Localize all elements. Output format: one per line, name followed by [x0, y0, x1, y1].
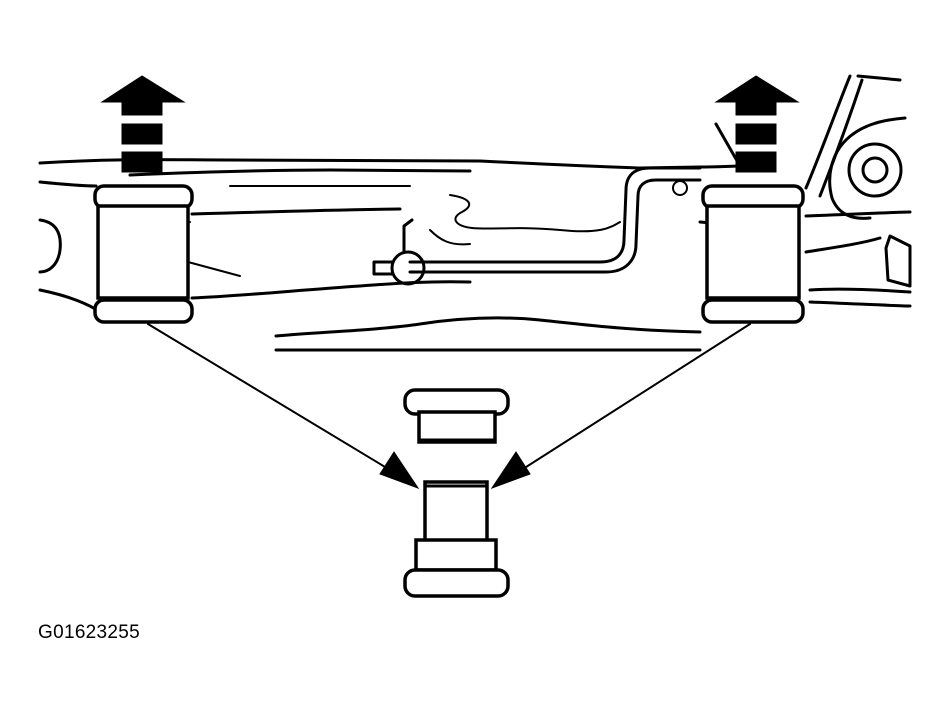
left-bushing [93, 184, 194, 324]
bushing-upper-half [403, 388, 510, 444]
bushing-lower-half [403, 480, 510, 598]
mount-bracket [714, 74, 912, 288]
figure-reference-code: G01623255 [38, 622, 141, 643]
pointer-arrow-icon [490, 323, 751, 489]
up-arrow-icon [100, 75, 186, 173]
pipe-line [372, 166, 702, 286]
right-bushing [701, 184, 805, 324]
pointer-arrow-icon [147, 323, 420, 489]
up-arrow-icon [714, 75, 800, 173]
